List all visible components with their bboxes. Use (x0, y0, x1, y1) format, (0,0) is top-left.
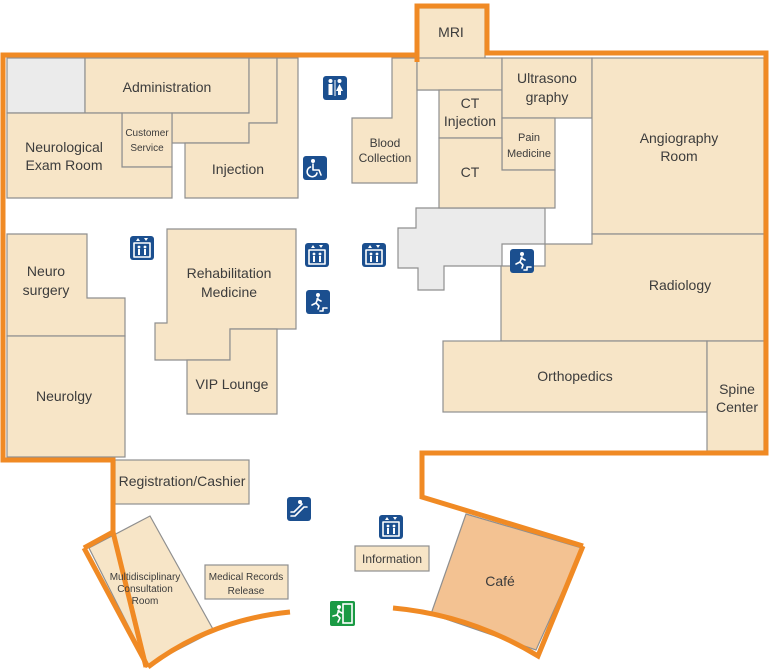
label-pain-medicine-1: Pain (518, 132, 540, 144)
room-orthopedics[interactable] (442, 340, 708, 413)
label-cafe: Café (485, 573, 515, 589)
label-angiography-2: Room (660, 148, 697, 164)
room-ct[interactable] (438, 137, 556, 209)
room-cafe[interactable] (430, 513, 583, 651)
restroom-icon[interactable] (323, 76, 347, 100)
label-rehabilitation-1: Rehabilitation (187, 265, 272, 281)
label-injection: Injection (212, 161, 264, 177)
room-information[interactable] (354, 545, 430, 572)
room-pain-medicine[interactable] (501, 117, 556, 171)
room-neurological-exam[interactable] (6, 112, 173, 199)
label-ultrasonography-2: graphy (526, 89, 569, 105)
room-vip-lounge[interactable] (186, 328, 278, 415)
label-blood-collection-1: Blood (370, 136, 401, 150)
room-injection[interactable] (184, 57, 299, 199)
room-neurology[interactable] (6, 335, 126, 458)
label-information: Information (362, 552, 422, 566)
label-radiology: Radiology (649, 277, 711, 293)
elevator-icon[interactable] (379, 515, 403, 539)
label-pain-medicine-2: Medicine (507, 148, 551, 160)
room-spine-center[interactable] (706, 340, 765, 452)
room-radiology[interactable] (500, 233, 765, 342)
outer-wall-south-corner (81, 546, 151, 669)
wheelchair-icon[interactable] (303, 156, 327, 180)
label-registration-cashier: Registration/Cashier (119, 473, 246, 489)
room-customer-service[interactable] (121, 112, 173, 168)
label-orthopedics: Orthopedics (537, 368, 612, 384)
label-neuro-surgery-2: surgery (23, 282, 70, 298)
label-mri: MRI (438, 24, 464, 40)
label-spine-center-2: Center (716, 399, 758, 415)
label-medical-records-2: Release (228, 586, 265, 597)
outer-wall-west (0, 52, 417, 532)
emergency-exit-icon[interactable] (330, 601, 355, 626)
room-ultrasonography[interactable] (501, 57, 593, 119)
entrance-wall-west (146, 609, 291, 669)
unused-area-northwest (6, 57, 86, 114)
stairs-icon[interactable] (306, 290, 330, 314)
label-multidisciplinary-1: Multidisciplinary (110, 572, 181, 583)
label-customer-service-2: Service (130, 143, 164, 154)
elevator-icon[interactable] (130, 236, 154, 260)
label-multidisciplinary-3: Room (132, 596, 159, 607)
label-ct: CT (461, 164, 480, 180)
outer-wall-southwest (82, 528, 149, 668)
label-rehabilitation-2: Medicine (201, 284, 257, 300)
elevator-icon[interactable] (362, 243, 386, 267)
label-neurology: Neurolgy (36, 388, 92, 404)
label-neurological-exam-2: Exam Room (25, 157, 102, 173)
room-mri-anteroom (416, 57, 503, 91)
label-multidisciplinary-2: Consultation (117, 584, 173, 595)
label-administration: Administration (123, 79, 212, 95)
escalator-icon[interactable] (287, 497, 311, 521)
stairs-icon[interactable] (510, 249, 534, 273)
label-medical-records-1: Medical Records (209, 572, 283, 583)
label-neuro-surgery-1: Neuro (27, 263, 65, 279)
label-ultrasonography-1: Ultrasono (517, 70, 577, 86)
label-ct-injection-1: CT (461, 95, 480, 111)
room-medical-records-release[interactable] (204, 564, 289, 600)
label-vip-lounge: VIP Lounge (196, 376, 269, 392)
label-spine-center-1: Spine (719, 381, 755, 397)
room-angiography[interactable] (591, 57, 765, 235)
label-blood-collection-2: Collection (359, 151, 412, 165)
entrance-wall-east (392, 545, 586, 660)
room-registration-cashier[interactable] (114, 459, 250, 505)
label-customer-service-1: Customer (125, 128, 169, 139)
label-neurological-exam-1: Neurological (25, 139, 103, 155)
label-angiography-1: Angiography (640, 130, 719, 146)
elevator-icon[interactable] (305, 243, 329, 267)
outer-wall-east (414, 3, 769, 549)
label-ct-injection-2: Injection (444, 113, 496, 129)
